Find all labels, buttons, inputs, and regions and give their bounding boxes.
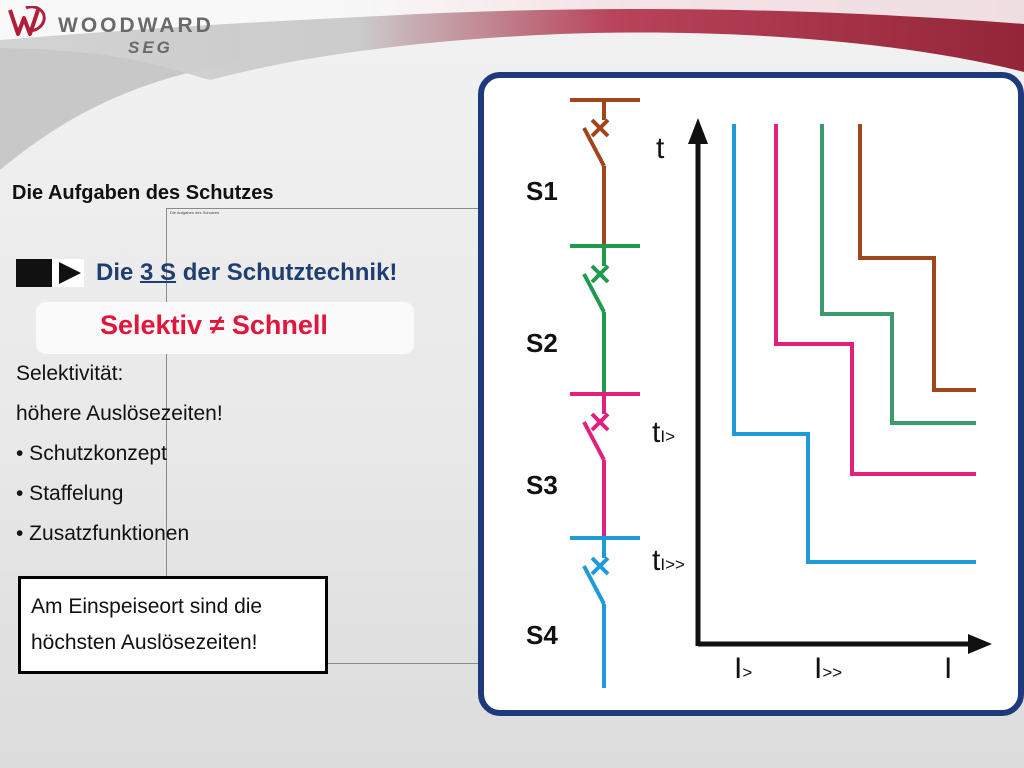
s2-blade bbox=[582, 273, 606, 313]
bullet-item: • Schutzkonzept bbox=[16, 442, 167, 465]
trip-curve-s3 bbox=[774, 124, 976, 476]
s1-blade bbox=[582, 127, 606, 167]
i-gt-label: I> bbox=[734, 652, 752, 685]
selectivity-label: Selektivität: bbox=[16, 362, 124, 385]
selectivity-diagram-panel: S1 S2 S3 S4 t tI> tI>> I> I>> I bbox=[478, 72, 1024, 716]
t-i-gt-label: tI> bbox=[652, 416, 675, 449]
three-s-underlined: 3 S bbox=[140, 259, 177, 286]
frame-caption: Die Aufgaben des Schutzes bbox=[170, 210, 220, 215]
y-axis-label: t bbox=[656, 132, 665, 165]
trip-curve-s2 bbox=[820, 124, 976, 425]
y-axis-arrow-icon bbox=[688, 118, 708, 144]
t-i-gt-main: t bbox=[652, 416, 661, 449]
three-s-heading: Die 3 S der Schutztechnik! bbox=[16, 256, 397, 290]
t-i-gtgt-sub: I>> bbox=[660, 555, 685, 574]
selectivity-diagram: S1 S2 S3 S4 t tI> tI>> I> I>> I bbox=[526, 98, 992, 688]
t-i-gt-sub: I> bbox=[660, 427, 675, 446]
stage-label-s1: S1 bbox=[526, 176, 558, 206]
note-box: Am Einspeiseort sind die höchsten Auslös… bbox=[18, 576, 328, 674]
t-i-gtgt-main: t bbox=[652, 544, 661, 577]
t-i-gtgt-label: tI>> bbox=[652, 544, 685, 577]
slide-header: WOODWARD SEG bbox=[0, 0, 1024, 200]
three-s-suffix: der Schutztechnik! bbox=[176, 259, 398, 286]
three-s-text: Die 3 S der Schutztechnik! bbox=[96, 259, 397, 287]
s4-blade bbox=[582, 565, 606, 605]
trip-curve-s1 bbox=[858, 124, 976, 392]
woodward-logo-icon bbox=[8, 6, 46, 36]
stage-label-s4: S4 bbox=[526, 620, 558, 650]
i-gt-main: I bbox=[734, 652, 742, 685]
s3-cross-b bbox=[590, 412, 610, 432]
stage-label-s3: S3 bbox=[526, 470, 558, 500]
time-current-axes bbox=[688, 118, 992, 654]
tripping-curves bbox=[732, 124, 976, 564]
switch-chain bbox=[570, 98, 640, 688]
note-line: höchsten Auslösezeiten! bbox=[31, 631, 258, 654]
logo-wordmark: WOODWARD bbox=[58, 14, 214, 37]
motto-highlight-box bbox=[36, 302, 414, 354]
header-background bbox=[0, 0, 1024, 170]
logo-subbrand: SEG bbox=[128, 38, 173, 57]
x-axis-arrow-icon bbox=[968, 634, 992, 654]
stage-label-s2: S2 bbox=[526, 328, 558, 358]
page-title: Die Aufgaben des Schutzes bbox=[12, 182, 274, 204]
selectivity-description: höhere Auslösezeiten! bbox=[16, 402, 223, 425]
i-gt-sub: > bbox=[742, 663, 752, 682]
x-axis-label: I bbox=[944, 652, 952, 685]
s3-blade bbox=[582, 421, 606, 461]
note-line: Am Einspeiseort sind die bbox=[31, 595, 263, 618]
i-gtgt-main: I bbox=[814, 652, 822, 685]
s4-cross-b bbox=[590, 556, 610, 576]
s1-cross-b bbox=[590, 118, 610, 138]
three-s-prefix: Die bbox=[96, 259, 141, 286]
i-gtgt-label: I>> bbox=[814, 652, 842, 685]
motto-text: Selektiv ≠ Schnell bbox=[100, 310, 328, 340]
bullet-item: • Zusatzfunktionen bbox=[16, 522, 190, 545]
play-arrow-icon bbox=[16, 259, 84, 287]
trip-curve-s4 bbox=[732, 124, 976, 564]
woodward-seg-logo: WOODWARD SEG bbox=[8, 4, 211, 60]
s2-cross-b bbox=[590, 264, 610, 284]
bullet-item: • Staffelung bbox=[16, 482, 124, 505]
i-gtgt-sub: >> bbox=[822, 663, 842, 682]
